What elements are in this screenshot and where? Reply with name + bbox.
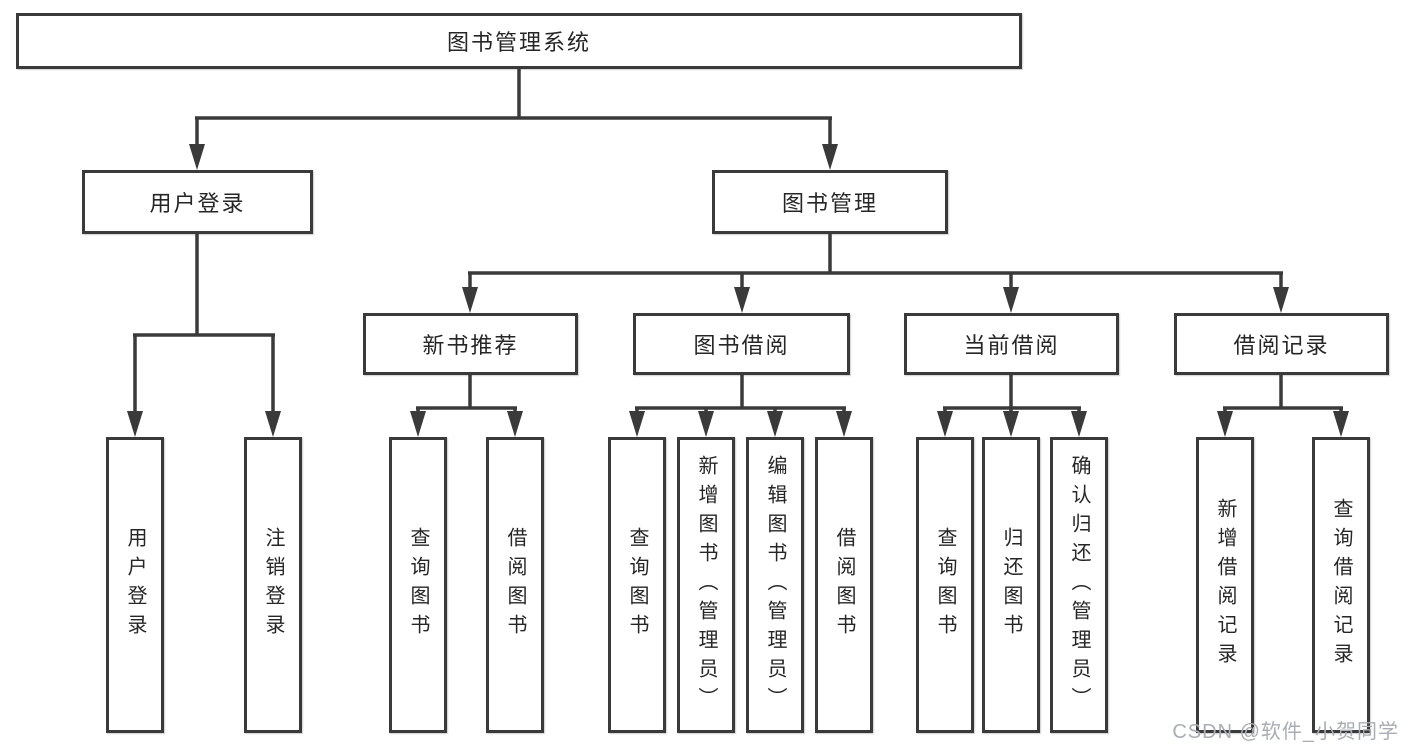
node-leaf-query-book-current: 查询图书 bbox=[916, 437, 974, 733]
connector-book-management-children bbox=[462, 234, 1289, 313]
connector-book-borrow-children bbox=[629, 375, 852, 437]
node-user-login-label: 用户登录 bbox=[149, 191, 246, 216]
node-leaf-query-book-recommend: 查询图书 bbox=[389, 437, 447, 733]
leaf-label: 新增借阅记录 bbox=[1214, 498, 1236, 672]
node-leaf-add-borrow-record: 新增借阅记录 bbox=[1196, 437, 1254, 733]
node-book-borrow-label: 图书借阅 bbox=[693, 333, 790, 358]
node-current-borrow: 当前借阅 bbox=[904, 313, 1119, 375]
node-leaf-user-login: 用户登录 bbox=[106, 437, 164, 733]
node-leaf-add-book-admin: 新增图书（管理员） bbox=[677, 437, 735, 733]
leaf-label: 借阅图书 bbox=[504, 527, 526, 643]
node-new-book-recommend-label: 新书推荐 bbox=[422, 333, 519, 358]
node-book-borrow: 图书借阅 bbox=[633, 313, 850, 375]
leaf-label: 用户登录 bbox=[124, 527, 146, 643]
connector-new-book-children bbox=[410, 375, 523, 437]
leaf-label: 新增图书（管理员） bbox=[695, 454, 717, 716]
node-current-borrow-label: 当前借阅 bbox=[963, 333, 1060, 358]
node-borrow-records: 借阅记录 bbox=[1174, 313, 1389, 375]
node-leaf-confirm-return-admin: 确认归还（管理员） bbox=[1050, 437, 1108, 733]
node-leaf-query-book-borrow: 查询图书 bbox=[608, 437, 666, 733]
connector-root-to-level1 bbox=[189, 69, 838, 170]
csdn-watermark: CSDN @软件_小贺同学 bbox=[1172, 721, 1399, 743]
node-leaf-borrow-book-recommend: 借阅图书 bbox=[486, 437, 544, 733]
node-leaf-query-borrow-record: 查询借阅记录 bbox=[1312, 437, 1370, 733]
node-book-management: 图书管理 bbox=[712, 170, 948, 234]
node-leaf-logout: 注销登录 bbox=[244, 437, 302, 733]
leaf-label: 确认归还（管理员） bbox=[1068, 454, 1090, 716]
node-book-management-label: 图书管理 bbox=[781, 191, 878, 216]
node-leaf-edit-book-admin: 编辑图书（管理员） bbox=[746, 437, 804, 733]
leaf-label: 查询图书 bbox=[407, 527, 429, 643]
leaf-label: 查询图书 bbox=[934, 527, 956, 643]
leaf-label: 借阅图书 bbox=[833, 527, 855, 643]
node-borrow-records-label: 借阅记录 bbox=[1233, 333, 1330, 358]
connector-current-borrow-children bbox=[937, 375, 1087, 437]
node-new-book-recommend: 新书推荐 bbox=[363, 313, 578, 375]
leaf-label: 归还图书 bbox=[1000, 527, 1022, 643]
node-root-label: 图书管理系统 bbox=[446, 30, 591, 55]
leaf-label: 编辑图书（管理员） bbox=[764, 454, 786, 716]
leaf-label: 查询借阅记录 bbox=[1330, 498, 1352, 672]
node-user-login: 用户登录 bbox=[82, 170, 313, 234]
connector-borrow-records-children bbox=[1217, 375, 1349, 437]
node-leaf-borrow-book: 借阅图书 bbox=[815, 437, 873, 733]
leaf-label: 注销登录 bbox=[262, 527, 284, 643]
leaf-label: 查询图书 bbox=[626, 527, 648, 643]
connector-user-login-children bbox=[127, 234, 281, 437]
node-leaf-return-book: 归还图书 bbox=[982, 437, 1040, 733]
node-root-system: 图书管理系统 bbox=[16, 13, 1022, 69]
